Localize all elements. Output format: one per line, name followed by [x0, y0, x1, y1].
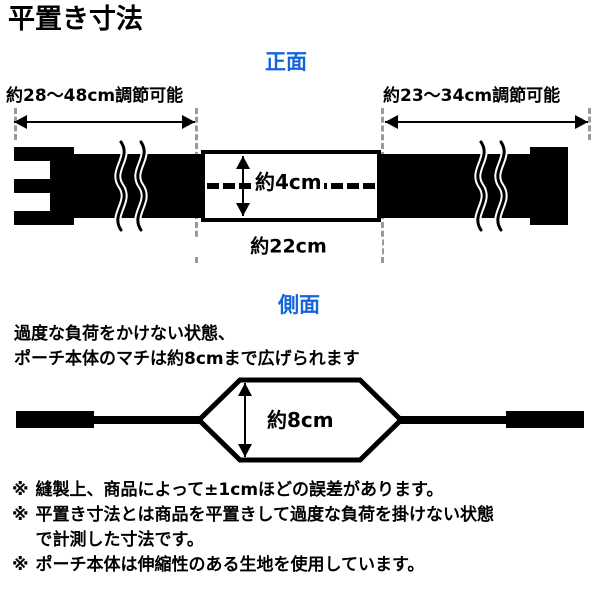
side-view-heading: 側面 — [278, 293, 320, 317]
buckle-icon — [14, 147, 74, 225]
footnote-mark-icon: ※ — [12, 480, 29, 500]
pouch-height-dimension-arrow — [234, 156, 252, 216]
stitch-line-left — [207, 183, 251, 189]
belt-strap-left — [56, 154, 204, 218]
right-adjust-caption: 約23〜34cm調節可能 — [383, 86, 561, 106]
footnote-item: ※ 縫製上、商品によって±1cmほどの誤差があります。 — [12, 478, 592, 503]
stitch-line-right — [283, 183, 375, 189]
side-view-note-line1: 過度な負荷をかけない状態、 — [14, 324, 235, 344]
left-adjust-caption: 約28〜48cm調節可能 — [6, 86, 184, 106]
belt-end-tip — [530, 147, 568, 225]
gusset-label: 約8cm — [265, 408, 336, 432]
footnote-item: ※ 平置き寸法とは商品を平置きして過度な負荷を掛けない状態 で計測した寸法です。 — [12, 503, 592, 553]
side-strap-right-thick — [506, 411, 584, 428]
footnote-text: 縫製上、商品によって±1cmほどの誤差があります。 — [35, 480, 444, 500]
gusset-dimension-arrow — [236, 383, 254, 457]
side-view-note-line2: ポーチ本体のマチは約8cmまで広げられます — [14, 348, 360, 369]
footnote-mark-icon: ※ — [12, 505, 29, 526]
belt-strap-right — [378, 154, 534, 218]
guide-line-right-outer — [588, 108, 591, 140]
footnotes: ※ 縫製上、商品によって±1cmほどの誤差があります。 ※ 平置き寸法とは商品を… — [12, 478, 592, 579]
pouch-width-label: 約22cm — [195, 237, 382, 257]
side-view-note: 過度な負荷をかけない状態、 ポーチ本体のマチは約8cmまで広げられます — [14, 322, 360, 371]
footnote-text: ポーチ本体は伸縮性のある生地を使用しています。 — [35, 555, 425, 576]
pouch-height-label: 約4cm — [253, 170, 324, 194]
footnote-mark-icon: ※ — [12, 555, 29, 576]
side-strap-right-thin — [390, 416, 508, 424]
front-view-heading: 正面 — [265, 50, 307, 74]
footnote-text: 平置き寸法とは商品を平置きして過度な負荷を掛けない状態 で計測した寸法です。 — [35, 505, 495, 551]
side-strap-left-thick — [16, 411, 94, 428]
pouch-width-dimension-arrow: 約22cm — [195, 236, 382, 258]
left-adjust-dimension-arrow — [14, 113, 195, 131]
page-title: 平置き寸法 — [8, 4, 143, 35]
side-strap-left-thin — [92, 416, 210, 424]
right-adjust-dimension-arrow — [385, 113, 588, 131]
footnote-item: ※ ポーチ本体は伸縮性のある生地を使用しています。 — [12, 553, 592, 578]
